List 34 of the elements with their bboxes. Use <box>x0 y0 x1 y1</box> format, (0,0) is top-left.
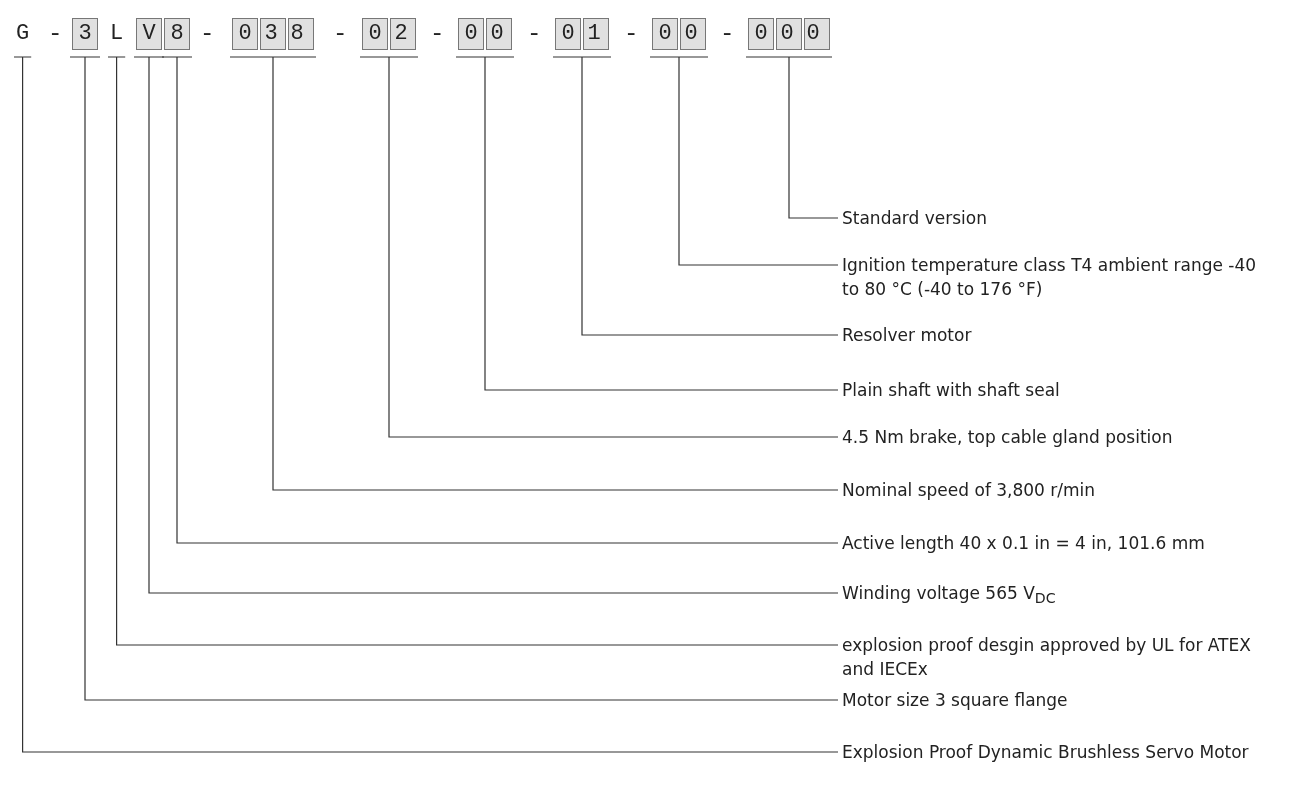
separator-dash: - <box>48 19 63 49</box>
boxed-code-characters: 02 <box>362 18 416 50</box>
boxed-code-characters: 038 <box>232 18 314 50</box>
separator-dash: - <box>430 19 445 49</box>
separator-dash: - <box>200 19 215 49</box>
separator-dash: - <box>333 19 348 49</box>
code-description: Resolver motor <box>842 323 1272 347</box>
separator-dash: - <box>527 19 542 49</box>
code-description: 4.5 Nm brake, top cable gland position <box>842 425 1272 449</box>
code-description: explosion proof desgin approved by UL for ATEX and IECEx <box>842 633 1272 681</box>
code-description: Standard version <box>842 206 1272 230</box>
code-character: G <box>16 18 30 50</box>
code-description: Plain shaft with shaft seal <box>842 378 1272 402</box>
boxed-code-characters: 000 <box>748 18 830 50</box>
code-description: Explosion Proof Dynamic Brushless Servo Motor <box>842 740 1272 764</box>
leader-line <box>359 56 839 438</box>
leader-line <box>229 56 839 491</box>
leader-line <box>455 56 839 391</box>
separator-dash: - <box>624 19 639 49</box>
boxed-code-characters: 00 <box>458 18 512 50</box>
boxed-code-characters: 00 <box>652 18 706 50</box>
code-description: Winding voltage 565 V$_{DC}$ <box>842 581 1272 611</box>
code-description: Active length 40 x 0.1 in = 4 in, 101.6 mm <box>842 531 1272 555</box>
code-description: Motor size 3 square flange <box>842 688 1272 712</box>
leader-line <box>552 56 839 336</box>
code-description: Nominal speed of 3,800 r/min <box>842 478 1272 502</box>
separator-dash: - <box>720 19 735 49</box>
code-description: Ignition temperature class T4 ambient range -40 to 80 °C (-40 to 176 °F) <box>842 253 1272 301</box>
boxed-code-characters: 8 <box>164 18 190 50</box>
leader-line <box>745 56 839 219</box>
leader-line <box>649 56 839 266</box>
code-character: L <box>110 18 124 50</box>
boxed-code-characters: V <box>136 18 162 50</box>
boxed-code-characters: 3 <box>72 18 98 50</box>
